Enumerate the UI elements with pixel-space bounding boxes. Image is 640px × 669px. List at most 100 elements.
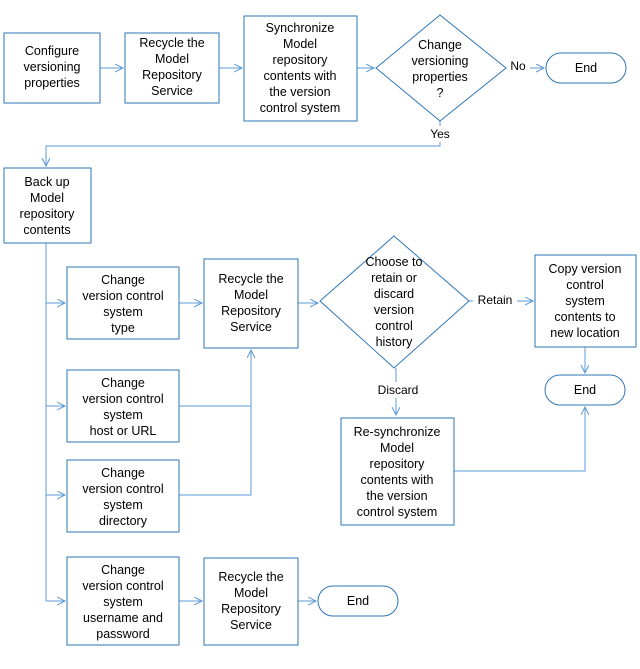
- resynchronize-label-line: Model: [380, 441, 414, 455]
- recycle-service-label-3-line: Service: [230, 618, 272, 632]
- recycle-service-label-1-line: Repository: [142, 68, 202, 82]
- edge-label-yes-bg: [426, 126, 454, 142]
- change-vcs-credentials-label-line: version control: [82, 579, 163, 593]
- resynchronize-label-line: contents with: [361, 473, 434, 487]
- configure-versioning-label-line: Configure: [25, 44, 79, 58]
- edge-label-yes: Yes: [430, 127, 450, 141]
- change-properties-decision-label-line: ?: [437, 86, 444, 100]
- recycle-service-label-1-line: Model: [155, 52, 189, 66]
- copy-contents-box: [534, 254, 637, 348]
- change-vcs-credentials-label-line: Change: [101, 563, 145, 577]
- edge-decision-to-backup-yes: [46, 121, 441, 166]
- end-terminal-label-1: End: [575, 61, 597, 75]
- edge-label-discard: Discard: [378, 383, 419, 397]
- change-properties-decision-label-line: versioning: [412, 54, 469, 68]
- change-vcs-credentials-box: [66, 556, 180, 646]
- change-vcs-directory-label-line: version control: [82, 482, 163, 496]
- change-vcs-type-label: Change version control system type: [82, 273, 163, 335]
- back-up-contents-label-line: contents: [23, 223, 70, 237]
- edge-label-retain-bg: [473, 292, 517, 308]
- change-vcs-type-label-line: type: [111, 321, 135, 335]
- change-vcs-credentials-label-line: system: [103, 595, 143, 609]
- recycle-service-label-2-line: Recycle the: [218, 272, 283, 286]
- change-properties-decision-label: Change versioning properties?: [412, 38, 469, 100]
- recycle-service-label-3-line: Model: [234, 586, 268, 600]
- back-up-contents-label-line: Model: [30, 191, 64, 205]
- recycle-service-label-3-line: Recycle the: [218, 570, 283, 584]
- edge-label-no: No: [510, 59, 526, 73]
- change-properties-decision: [375, 14, 507, 122]
- edge-change-dir-to-recycle2: [179, 350, 251, 496]
- change-vcs-directory-label-line: system: [103, 498, 143, 512]
- recycle-service-box-1: [124, 32, 220, 104]
- back-up-contents-label-line: repository: [20, 207, 76, 221]
- copy-contents-label-line: Copy version: [549, 262, 622, 276]
- edge-label-discard-bg: [372, 382, 424, 398]
- change-properties-decision-label-line: properties: [412, 70, 468, 84]
- recycle-service-label-1-line: Service: [151, 84, 193, 98]
- end-terminal-label-2-line: End: [574, 383, 596, 397]
- synchronize-box: [243, 15, 358, 122]
- change-vcs-type-box: [66, 266, 180, 340]
- recycle-service-label-1-line: Recycle the: [139, 36, 204, 50]
- back-up-contents-label: Back up Model repository contents: [20, 175, 76, 237]
- end-terminal-label-2: End: [574, 383, 596, 397]
- back-up-contents-label-line: Back up: [24, 175, 69, 189]
- resynchronize-label-line: Re-synchronize: [354, 425, 441, 439]
- configure-versioning-box: [3, 32, 101, 104]
- change-vcs-host-label-line: system: [103, 408, 143, 422]
- change-vcs-host-label-line: host or URL: [90, 424, 157, 438]
- end-terminal-label-3: End: [347, 594, 369, 608]
- copy-contents-label-line: system: [565, 294, 605, 308]
- recycle-service-label-2-line: Service: [230, 320, 272, 334]
- end-terminal-3: [317, 585, 399, 617]
- change-vcs-type-label-line: version control: [82, 289, 163, 303]
- copy-contents-label-line: contents to: [554, 310, 615, 324]
- change-vcs-type-label-line: Change: [101, 273, 145, 287]
- synchronize-label-line: the version: [269, 85, 330, 99]
- retain-or-discard-decision-label-line: retain or: [371, 271, 417, 285]
- recycle-service-label-2-line: Model: [234, 288, 268, 302]
- recycle-service-box-3: [203, 557, 299, 646]
- recycle-service-label-3-line: Repository: [221, 602, 281, 616]
- retain-or-discard-decision: [319, 235, 470, 369]
- retain-or-discard-decision-label-line: discard: [374, 287, 414, 301]
- resynchronize-label-line: repository: [370, 457, 426, 471]
- change-vcs-type-label-line: system: [103, 305, 143, 319]
- change-vcs-host-label-line: Change: [101, 376, 145, 390]
- end-terminal-label-1-line: End: [575, 61, 597, 75]
- resynchronize-box: [340, 417, 455, 526]
- change-vcs-credentials-label-line: password: [96, 627, 150, 641]
- end-terminal-1: [545, 52, 627, 84]
- synchronize-label-line: contents with: [264, 69, 337, 83]
- synchronize-label-line: Synchronize: [266, 21, 335, 35]
- end-terminal-2: [544, 374, 626, 406]
- resynchronize-label-line: control system: [357, 505, 438, 519]
- copy-contents-label-line: control: [566, 278, 604, 292]
- edge-label-retain: Retain: [478, 293, 513, 307]
- end-terminal-label-3-line: End: [347, 594, 369, 608]
- resynchronize-label-line: the version: [366, 489, 427, 503]
- back-up-contents-box: [3, 167, 92, 244]
- change-properties-decision-label-line: Change: [418, 38, 462, 52]
- synchronize-label-line: Model: [283, 37, 317, 51]
- edge-resync-to-end2: [454, 407, 585, 472]
- retain-or-discard-decision-label-line: Choose to: [366, 255, 423, 269]
- change-vcs-directory-label-line: Change: [101, 466, 145, 480]
- change-vcs-directory-box: [66, 459, 180, 533]
- retain-or-discard-decision-label-line: control: [375, 319, 413, 333]
- retain-or-discard-decision-label-line: version: [374, 303, 414, 317]
- synchronize-label-line: repository: [273, 53, 329, 67]
- change-vcs-host-box: [66, 369, 180, 443]
- synchronize-label-line: control system: [260, 101, 341, 115]
